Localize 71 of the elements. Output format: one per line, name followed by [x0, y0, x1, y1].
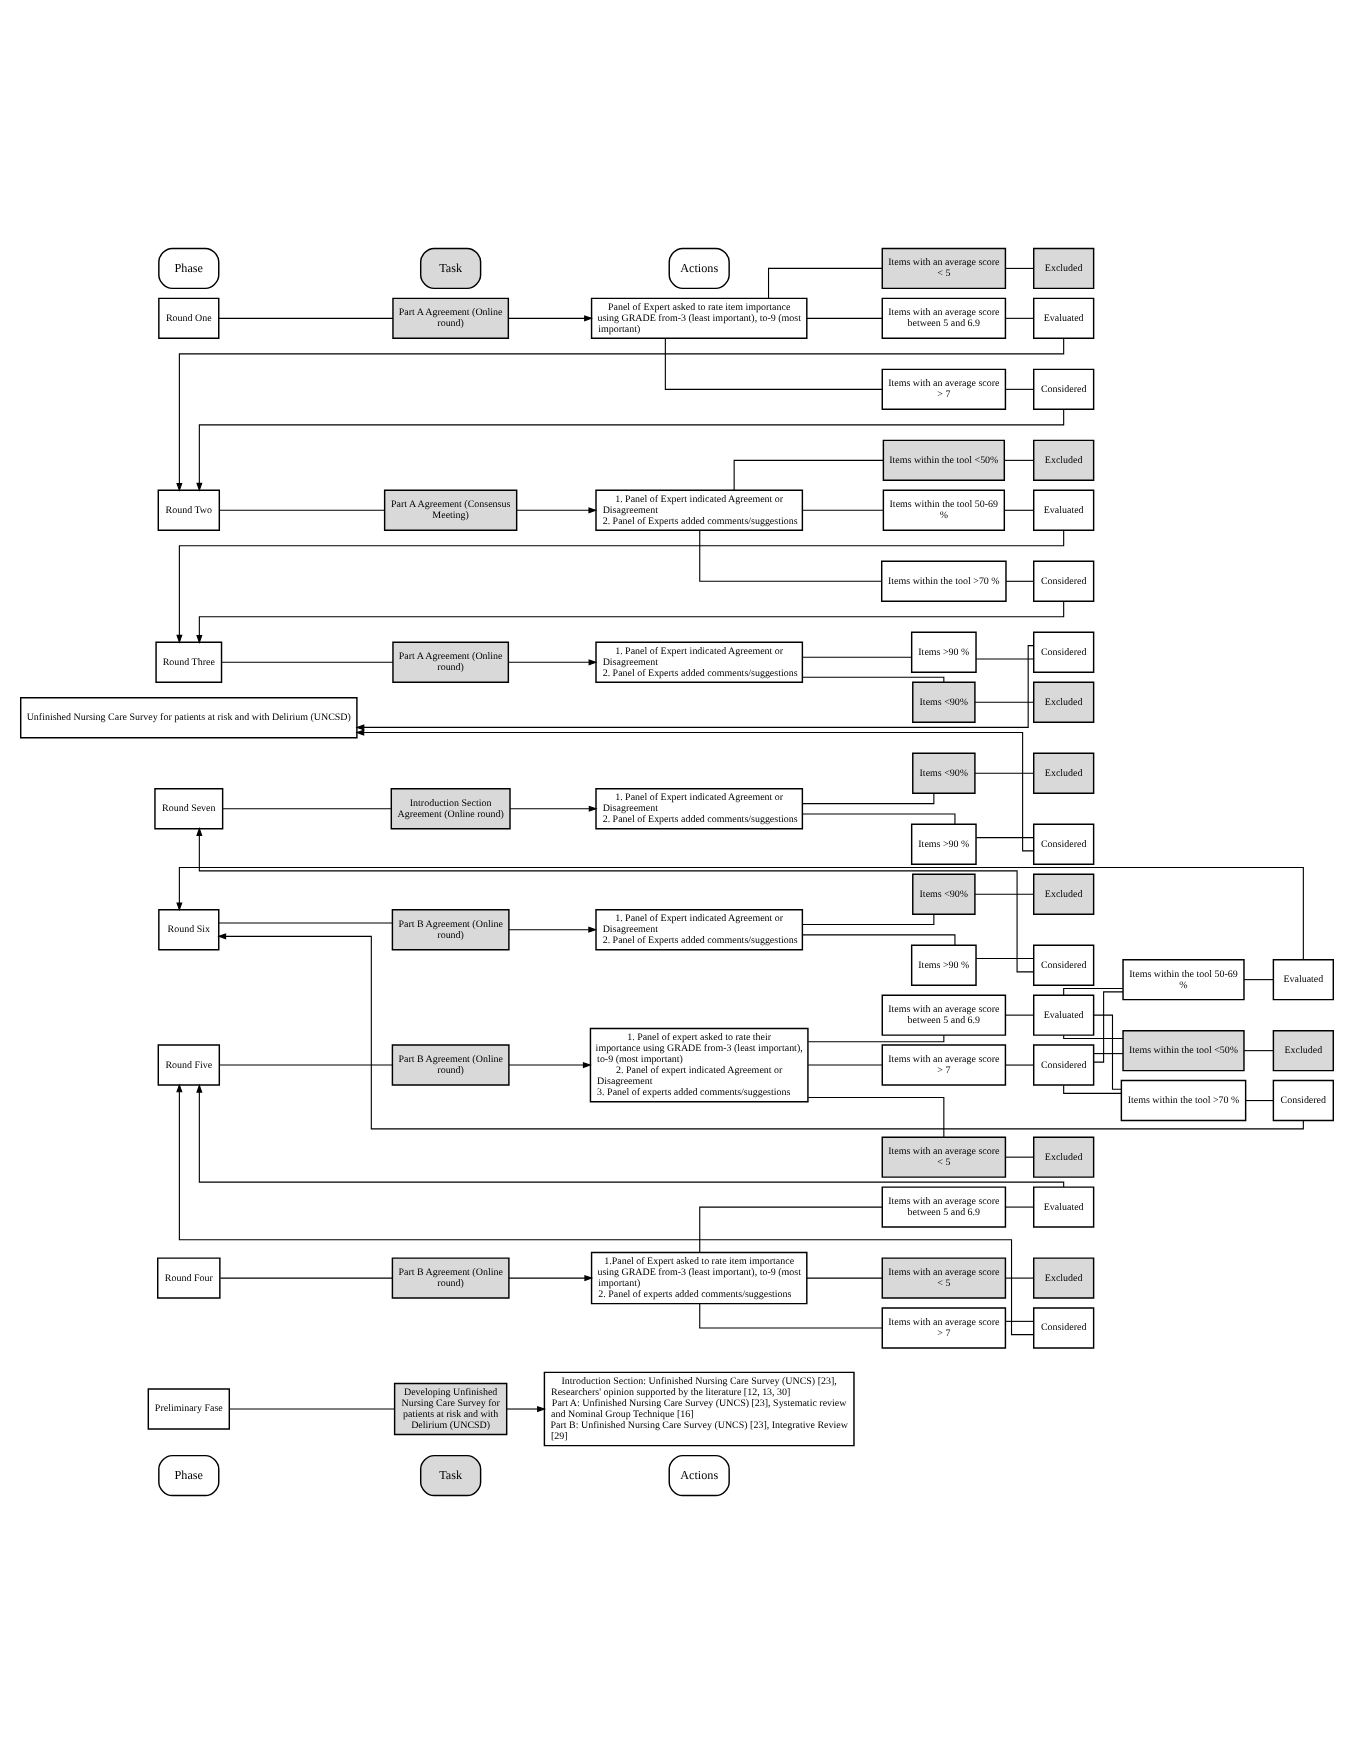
arrow — [355, 729, 1034, 852]
connector — [733, 459, 884, 491]
connector — [1003, 509, 1035, 511]
arrow — [176, 867, 1304, 961]
connector — [975, 837, 1035, 839]
connector — [801, 913, 935, 926]
connector — [218, 509, 385, 511]
connector — [801, 813, 956, 825]
connector — [974, 772, 1035, 774]
connector — [801, 792, 935, 805]
arrow — [176, 1083, 1035, 1336]
connector — [1093, 991, 1124, 1063]
arrow — [196, 827, 1034, 973]
arrow — [176, 529, 1065, 644]
connector — [218, 1064, 393, 1066]
connector — [1243, 1050, 1274, 1052]
arrow — [508, 1061, 592, 1069]
arrow — [516, 507, 598, 514]
connector — [1004, 388, 1035, 390]
connector — [802, 656, 913, 658]
connector — [807, 1096, 945, 1138]
connector — [218, 922, 393, 924]
arrow — [508, 926, 598, 933]
connector — [802, 509, 884, 511]
connector — [1063, 1034, 1124, 1039]
connector — [699, 1206, 883, 1253]
arrow — [217, 933, 1304, 1130]
connector — [222, 808, 392, 810]
connector — [219, 1277, 393, 1279]
connector — [801, 934, 956, 946]
connector — [221, 661, 394, 663]
connector — [1004, 1014, 1035, 1016]
connector — [1004, 1206, 1035, 1208]
connector — [806, 317, 883, 319]
connector — [1004, 1277, 1035, 1279]
connector — [768, 267, 883, 299]
connector — [806, 1277, 883, 1279]
connector — [975, 958, 1035, 960]
connector — [1004, 267, 1035, 269]
connector — [1093, 1014, 1122, 1090]
connector — [1243, 979, 1274, 981]
connector — [802, 676, 945, 683]
arrow — [509, 805, 598, 812]
arrow — [508, 315, 593, 322]
connector — [218, 317, 394, 319]
connector — [664, 337, 883, 390]
arrow — [508, 659, 598, 666]
connector — [1004, 1320, 1035, 1322]
connector — [975, 658, 1035, 660]
connector — [1004, 1156, 1035, 1158]
connector — [1093, 1053, 1124, 1055]
connector — [1005, 580, 1035, 582]
arrow — [508, 1274, 594, 1282]
connector — [1063, 987, 1124, 996]
connector — [228, 1408, 395, 1410]
arrow — [506, 1405, 546, 1413]
connector — [699, 529, 883, 582]
connector — [1004, 317, 1035, 319]
connector — [1245, 1100, 1274, 1102]
arrow — [196, 409, 1065, 492]
connector — [1004, 1064, 1035, 1066]
arrow — [176, 338, 1065, 492]
connector — [974, 701, 1035, 703]
connector — [1063, 1084, 1122, 1094]
connector — [974, 893, 1035, 895]
arrow — [355, 645, 1034, 731]
arrow — [196, 601, 1065, 644]
connector — [1003, 459, 1035, 461]
arrow — [196, 1083, 1065, 1188]
connector — [807, 1034, 945, 1043]
connector — [807, 1064, 883, 1066]
